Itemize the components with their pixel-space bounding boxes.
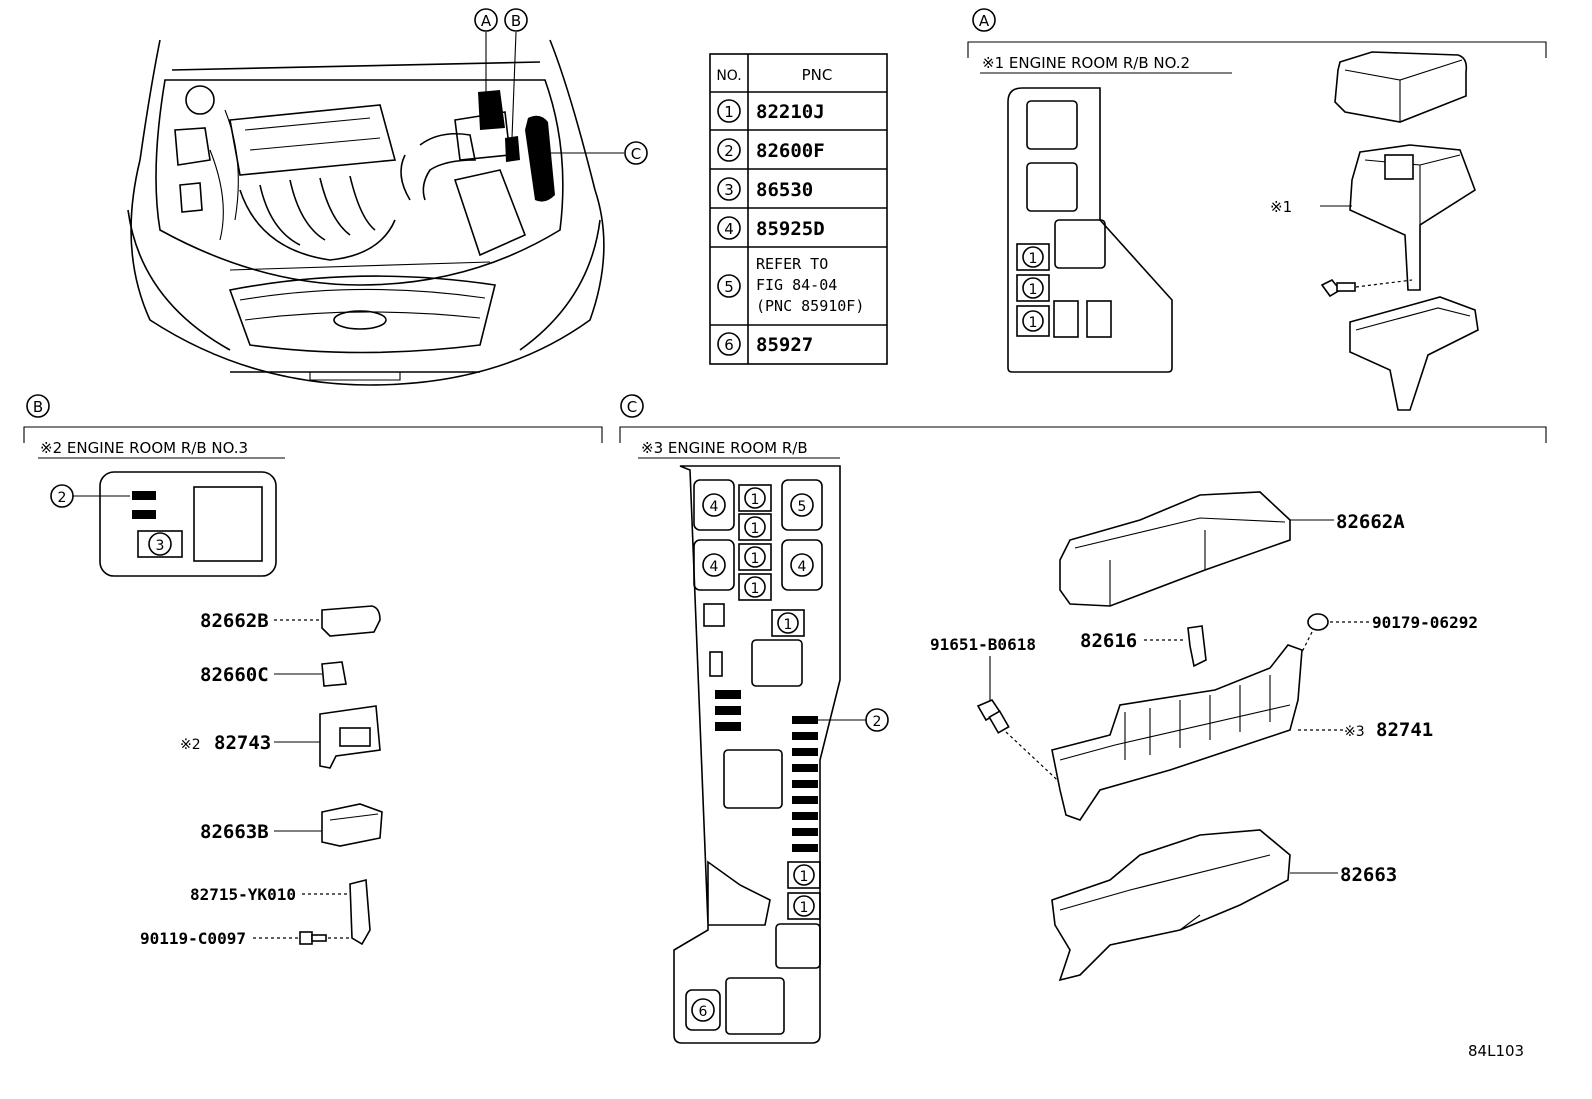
- svg-text:1: 1: [724, 103, 734, 121]
- section-a-title: ※1 ENGINE ROOM R/B NO.2: [982, 54, 1190, 72]
- svg-text:2: 2: [58, 490, 67, 506]
- section-b-callout: B: [33, 398, 43, 416]
- svg-text:82743: 82743: [214, 732, 271, 754]
- callout-a-top[interactable]: A: [474, 8, 498, 32]
- svg-text:3: 3: [724, 181, 734, 199]
- part-82662B[interactable]: 82662B: [200, 605, 381, 637]
- bolt-a[interactable]: [1320, 278, 1413, 298]
- callout-c-top[interactable]: C: [624, 141, 648, 165]
- part-82715-YK010[interactable]: 82715-YK010: [190, 878, 371, 946]
- pnc-table-header-pnc: PNC: [802, 66, 833, 84]
- svg-text:82660C: 82660C: [200, 664, 269, 686]
- engine-bay-illustration: [127, 31, 624, 386]
- part-91651-B0618[interactable]: 91651-B0618: [930, 635, 1069, 791]
- part-82663B[interactable]: 82663B: [200, 803, 383, 847]
- part-90119-C0097[interactable]: 90119-C0097: [140, 929, 352, 948]
- svg-text:A: A: [481, 12, 492, 30]
- svg-text:1: 1: [800, 869, 809, 885]
- pnc-table: NO. PNC 1 82210J 2 82600F 3 86530 4 8592…: [709, 53, 888, 365]
- pnc-row-5-line-2: FIG 84-04: [756, 276, 837, 294]
- section-a-part-mark: ※1: [1270, 198, 1292, 216]
- pnc-row-2: 82600F: [756, 140, 825, 162]
- svg-text:1: 1: [1029, 315, 1038, 331]
- pnc-table-header-no: NO.: [716, 68, 741, 84]
- section-a-callout: A: [979, 12, 990, 30]
- svg-text:82663: 82663: [1340, 864, 1397, 886]
- svg-text:1: 1: [751, 521, 760, 537]
- svg-text:82741: 82741: [1376, 719, 1433, 741]
- svg-text:1: 1: [751, 492, 760, 508]
- part-82662A[interactable]: 82662A: [1059, 491, 1405, 607]
- svg-text:82616: 82616: [1080, 630, 1137, 652]
- section-c-callout: C: [627, 398, 637, 416]
- svg-text:C: C: [631, 145, 641, 163]
- svg-text:B: B: [511, 12, 521, 30]
- part-82616[interactable]: 82616: [1080, 625, 1207, 668]
- svg-text:5: 5: [798, 499, 807, 515]
- svg-text:※2: ※2: [180, 737, 201, 753]
- svg-text:2: 2: [724, 142, 734, 160]
- svg-text:90119-C0097: 90119-C0097: [140, 929, 246, 948]
- svg-text:6: 6: [699, 1004, 708, 1020]
- part-82660C[interactable]: 82660C: [200, 661, 347, 687]
- svg-text:1: 1: [800, 900, 809, 916]
- svg-text:4: 4: [710, 559, 719, 575]
- callout-b-top[interactable]: B: [504, 8, 528, 32]
- svg-text:82715-YK010: 82715-YK010: [190, 885, 296, 904]
- part-90179-06292[interactable]: 90179-06292: [1297, 613, 1478, 661]
- pnc-row-3: 86530: [756, 179, 813, 201]
- pnc-row-1: 82210J: [756, 101, 825, 123]
- part-82741[interactable]: ※3 82741: [1051, 644, 1433, 821]
- section-a: A ※1 ENGINE ROOM R/B NO.2 1 1 1 ※1: [967, 8, 1547, 411]
- svg-text:5: 5: [724, 278, 734, 296]
- svg-text:91651-B0618: 91651-B0618: [930, 635, 1036, 654]
- section-b-title: ※2 ENGINE ROOM R/B NO.3: [40, 439, 248, 457]
- part-82743[interactable]: ※2 82743: [180, 705, 381, 769]
- svg-text:2: 2: [873, 714, 882, 730]
- svg-text:82662A: 82662A: [1336, 511, 1405, 533]
- pnc-row-4: 85925D: [756, 218, 825, 240]
- svg-text:4: 4: [798, 559, 807, 575]
- svg-text:1: 1: [1029, 282, 1038, 298]
- svg-text:※3: ※3: [1344, 724, 1365, 740]
- pnc-row-5-line-1: REFER TO: [756, 255, 828, 273]
- svg-text:90179-06292: 90179-06292: [1372, 613, 1478, 632]
- svg-text:82663B: 82663B: [200, 821, 269, 843]
- svg-text:4: 4: [710, 499, 719, 515]
- svg-text:1: 1: [1029, 251, 1038, 267]
- section-c-title: ※3 ENGINE ROOM R/B: [641, 439, 808, 457]
- figure-code: 84L103: [1468, 1042, 1524, 1060]
- svg-text:1: 1: [784, 617, 793, 633]
- relay-block-no2[interactable]: ※1: [1270, 144, 1476, 291]
- relay-block-lower-case-a[interactable]: [1349, 296, 1479, 411]
- svg-text:82662B: 82662B: [200, 610, 269, 632]
- relay-block-cover-a[interactable]: [1334, 51, 1468, 123]
- svg-text:3: 3: [156, 538, 165, 554]
- svg-text:4: 4: [724, 220, 734, 238]
- svg-text:1: 1: [751, 581, 760, 597]
- pnc-row-6: 85927: [756, 334, 813, 356]
- section-c: C ※3 ENGINE ROOM R/B 4 1 5 1 4 1 4 1: [619, 394, 1547, 1044]
- svg-text:6: 6: [724, 336, 734, 354]
- svg-text:1: 1: [751, 551, 760, 567]
- part-82663[interactable]: 82663: [1051, 829, 1397, 982]
- pnc-row-5-line-3: (PNC 85910F): [756, 297, 864, 315]
- section-b: B ※2 ENGINE ROOM R/B NO.3 3 2 82662B 826…: [23, 394, 603, 948]
